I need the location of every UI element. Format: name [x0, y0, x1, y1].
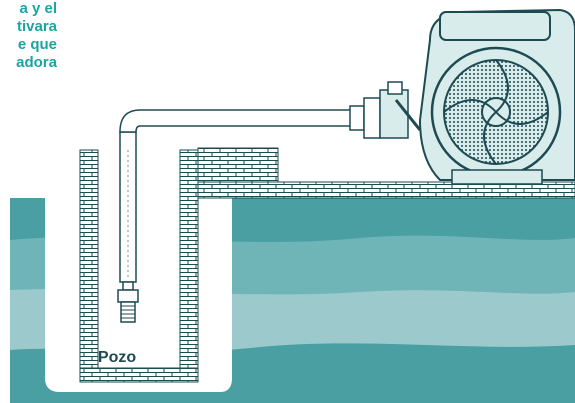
well-label: Pozo — [98, 349, 136, 366]
pump — [420, 10, 575, 184]
pipe-fitting — [364, 82, 420, 138]
